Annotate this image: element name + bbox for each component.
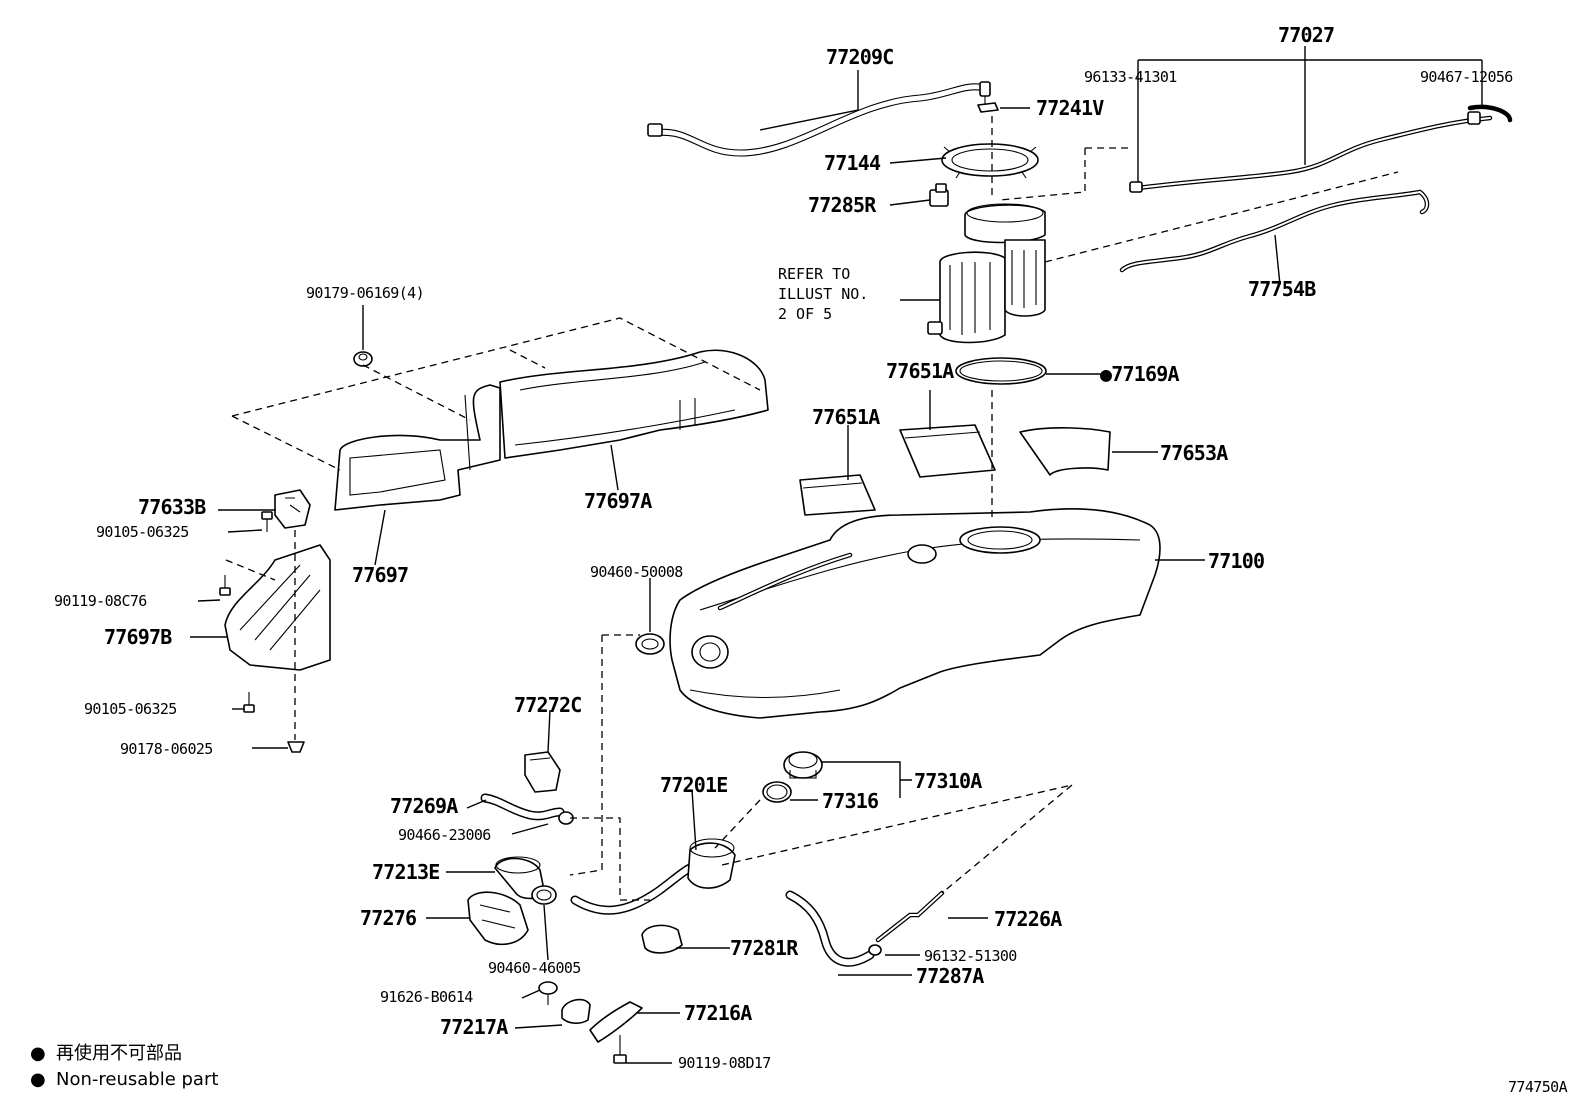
callout-77027: 77027	[1278, 23, 1334, 47]
callout-77316: 77316	[822, 789, 878, 813]
callout-77100: 77100	[1208, 549, 1264, 573]
legend-bullet-2: ●	[30, 1069, 46, 1090]
part-90119-08D17-bolt	[613, 1035, 627, 1064]
callout-77269A: 77269A	[390, 794, 458, 818]
callout-90179-06169: 90179-06169(4)	[306, 284, 424, 302]
dashed-guide-lines	[225, 116, 1399, 901]
illustration-id: 774750A	[1508, 1078, 1568, 1096]
part-bolt-90105-06325-a	[261, 511, 273, 532]
callout-77310A: 77310A	[914, 769, 982, 793]
callout-90119-08D17: 90119-08D17	[678, 1054, 771, 1072]
part-77697B-insulator	[224, 544, 331, 671]
callout-77213E: 77213E	[372, 860, 439, 884]
callout-77651A-lower: 77651A	[812, 405, 880, 429]
callout-96132-51300: 96132-51300	[924, 947, 1017, 965]
legend-text-japanese: 再使用不可部品	[56, 1043, 182, 1064]
part-77697-insulator	[334, 384, 501, 511]
part-77272C-valve	[524, 751, 561, 793]
callout-77217A: 77217A	[440, 1015, 508, 1039]
part-77144-retainer-ring	[941, 143, 1039, 179]
callout-90105-06325-a: 90105-06325	[96, 523, 189, 541]
part-77697A-insulator	[499, 349, 769, 459]
callout-90105-06325-b: 90105-06325	[84, 700, 177, 718]
callout-77697B: 77697B	[104, 625, 172, 649]
legend: ● 再使用不可部品 ● Non-reusable part	[30, 1043, 218, 1090]
part-77651A-pad-lower	[799, 474, 876, 516]
leader-lines	[190, 46, 1483, 1064]
part-90460-50008-clamp	[635, 633, 665, 655]
part-fuel-pump-assembly	[927, 203, 1046, 344]
part-91626-B0614-bolt	[538, 981, 558, 1005]
callout-77697A: 77697A	[584, 489, 652, 513]
callout-77697: 77697	[352, 563, 408, 587]
legend-bullet-1: ●	[30, 1043, 46, 1064]
part-77169A-gasket	[955, 357, 1047, 385]
refer-note-line1: REFER TO	[778, 265, 850, 283]
part-77241V-clip	[977, 102, 999, 113]
part-90179-06169-nut	[353, 351, 373, 367]
part-clip-90178-06025	[287, 741, 305, 753]
callout-90460-50008: 90460-50008	[590, 563, 683, 581]
callout-91626-B0614: 91626-B0614	[380, 988, 473, 1006]
part-77216A-bracket	[589, 1001, 643, 1043]
part-96132-51300-clip	[868, 944, 882, 956]
part-bolt-90119-08C76	[219, 575, 231, 596]
part-77754B-tube	[1119, 189, 1430, 273]
callout-90467-12056: 90467-12056	[1420, 68, 1513, 86]
callout-77276: 77276	[360, 906, 416, 930]
legend-text-english: Non-reusable part	[56, 1069, 218, 1090]
callout-77241V: 77241V	[1036, 96, 1104, 120]
callout-77653A: 77653A	[1160, 441, 1228, 465]
callout-77209C: 77209C	[826, 45, 893, 69]
part-77653A-pad	[1019, 427, 1111, 476]
callout-90178-06025: 90178-06025	[120, 740, 213, 758]
callout-77226A: 77226A	[994, 907, 1062, 931]
part-77285R-connector	[929, 183, 949, 207]
part-77217A-bracket	[561, 998, 591, 1024]
callout-77144: 77144	[824, 151, 881, 175]
callout-90466-23006: 90466-23006	[398, 826, 491, 844]
callout-77287A: 77287A	[916, 964, 984, 988]
part-77201E-filler-pipe	[570, 838, 736, 915]
part-77310A-fuel-cap	[783, 751, 823, 779]
part-77209C-wire-harness	[647, 81, 991, 157]
part-77287A-hose	[785, 890, 875, 967]
callout-77169A: ●77169A	[1100, 362, 1179, 386]
callout-90119-08C76: 90119-08C76	[54, 592, 147, 610]
callout-77633B: 77633B	[138, 495, 206, 519]
part-90460-46005-clamp	[531, 885, 557, 905]
part-77651A-pad-upper	[899, 424, 996, 478]
callout-77216A: 77216A	[684, 1001, 752, 1025]
callout-90460-46005: 90460-46005	[488, 959, 581, 977]
callout-96133-41301: 96133-41301	[1084, 68, 1177, 86]
part-77633B-bracket	[274, 489, 311, 529]
callout-labels: 77209C 77027 96133-41301 90467-12056 772…	[54, 23, 1514, 1072]
part-77276-cover	[467, 891, 529, 946]
refer-note-line2: ILLUST NO.	[778, 285, 868, 303]
part-77269A-hose	[480, 793, 565, 821]
part-77316-gasket	[762, 781, 792, 803]
callout-77285R: 77285R	[808, 193, 877, 217]
part-77100-fuel-tank	[669, 508, 1161, 719]
refer-note-line3: 2 OF 5	[778, 305, 832, 323]
part-77226A-tube	[875, 890, 945, 943]
callout-77272C: 77272C	[514, 693, 581, 717]
part-bolt-90105-06325-b	[243, 692, 255, 713]
callout-77281R: 77281R	[730, 936, 799, 960]
part-77281R-protector	[641, 924, 683, 954]
callout-77651A-upper: 77651A	[886, 359, 954, 383]
callout-77201E: 77201E	[660, 773, 727, 797]
callout-77754B: 77754B	[1248, 277, 1316, 301]
part-77027-tube	[1129, 104, 1513, 193]
